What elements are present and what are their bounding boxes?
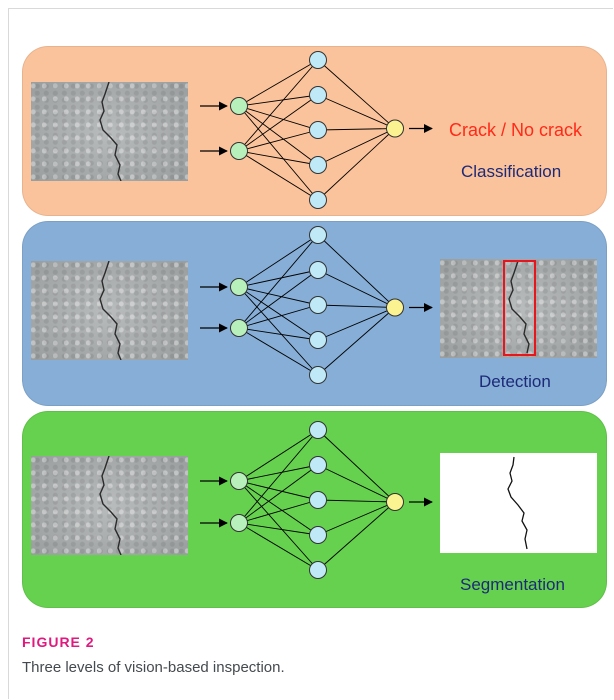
detection-title: Detection [479,372,551,391]
figure-frame [8,8,613,699]
figure-label: FIGURE 2 [22,634,95,650]
segmentation-input-image [31,456,188,555]
segmentation-mask-image [440,453,597,553]
segmentation-title: Segmentation [460,575,565,594]
figure-caption: Three levels of vision-based inspection. [22,659,285,676]
crack-bounding-box [503,260,536,356]
classification-title: Classification [461,162,562,181]
detection-output-image [440,259,597,358]
classification-input-image [31,82,188,181]
detection-input-image [31,261,188,360]
classification-output-text: Crack / No crack [449,120,583,140]
